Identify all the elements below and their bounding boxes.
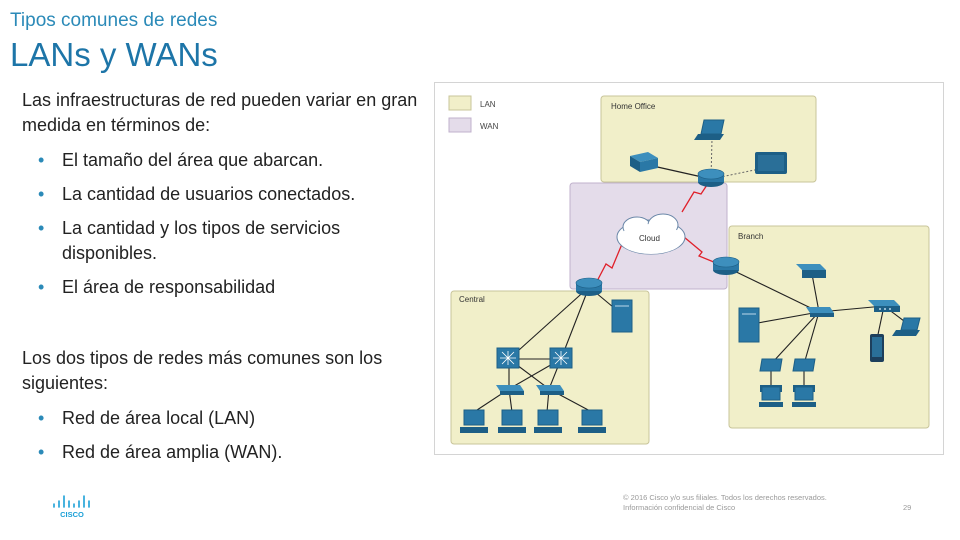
types-bullet: Red de área amplia (WAN). <box>38 440 408 465</box>
multilayer-switch-icon <box>549 347 573 369</box>
confidential-line: Información confidencial de Cisco <box>623 503 736 512</box>
legend-wan-swatch <box>448 117 472 133</box>
cisco-logo: CISCO <box>53 495 90 519</box>
router-icon <box>575 277 603 296</box>
switch-icon <box>496 385 524 395</box>
pc-icon <box>460 409 488 433</box>
laptop-icon <box>892 317 921 336</box>
smartphone-icon <box>870 334 884 362</box>
home-office-label: Home Office <box>611 102 656 111</box>
printer-icon <box>796 264 826 278</box>
pc-icon <box>792 386 816 407</box>
pc-icon <box>578 409 606 433</box>
central-label: Central <box>459 295 485 304</box>
network-diagram: LAN WAN Home Office Branch Central <box>434 82 944 455</box>
legend-wan-label: WAN <box>480 122 499 131</box>
server-icon <box>611 299 633 333</box>
intro-bullet: La cantidad y los tipos de servicios dis… <box>38 216 408 266</box>
cloud-icon <box>616 213 686 255</box>
branch-zone <box>728 225 930 429</box>
cisco-logo-text: CISCO <box>60 510 84 519</box>
copyright-notice: © 2016 Cisco y/o sus filiales. Todos los… <box>623 493 863 513</box>
intro-bullet: La cantidad de usuarios conectados. <box>38 182 408 207</box>
copyright-line: © 2016 Cisco y/o sus filiales. Todos los… <box>623 493 827 502</box>
intro-bullet: El tamaño del área que abarcan. <box>38 148 408 173</box>
pc-icon <box>534 409 562 433</box>
intro-bullet-list: El tamaño del área que abarcan. La canti… <box>38 148 408 309</box>
slide-title: LANs y WANs <box>10 36 218 73</box>
pc-icon <box>759 386 783 407</box>
multilayer-switch-icon <box>496 347 520 369</box>
types-bullet-list: Red de área local (LAN) Red de área ampl… <box>38 406 408 474</box>
tablet-icon <box>755 152 787 174</box>
server-icon <box>738 307 760 343</box>
intro-text: Las infraestructuras de red pueden varia… <box>22 90 418 135</box>
wireless-access-point-icon <box>868 300 900 312</box>
pc-icon <box>498 409 526 433</box>
section-subtitle: Tipos comunes de redes <box>10 10 218 31</box>
laptop-icon <box>694 119 725 140</box>
branch-label: Branch <box>738 232 763 241</box>
cloud-label: Cloud <box>639 234 660 243</box>
intro-bullet: El área de responsabilidad <box>38 275 408 300</box>
legend-lan-label: LAN <box>480 100 496 109</box>
printer-icon <box>630 152 658 172</box>
router-icon <box>712 256 740 275</box>
switch-icon <box>536 385 564 395</box>
legend-lan-swatch <box>448 95 472 111</box>
types-bullet: Red de área local (LAN) <box>38 406 408 431</box>
types-text: Los dos tipos de redes más comunes son l… <box>22 348 383 393</box>
switch-icon <box>806 307 834 317</box>
router-icon <box>697 168 725 187</box>
page-number: 29 <box>903 503 912 512</box>
